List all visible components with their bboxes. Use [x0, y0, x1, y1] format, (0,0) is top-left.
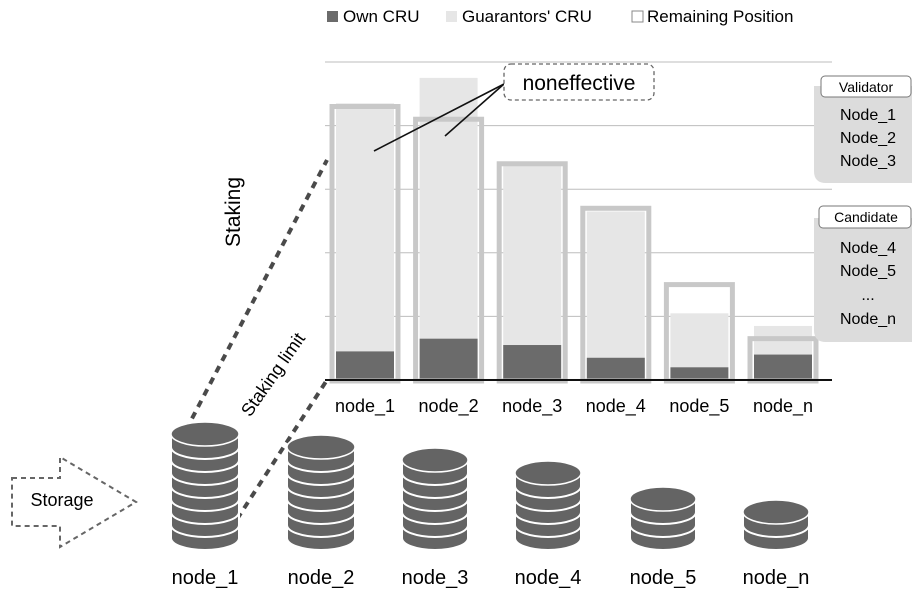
validator-item: Node_1 [840, 107, 896, 124]
candidate-item: Node_5 [840, 263, 896, 280]
staking-limit-label: Staking limit [237, 329, 309, 420]
storage-stack-node_3 [401, 447, 469, 551]
storage-disk-top [286, 434, 356, 460]
own-cru-segment [670, 367, 729, 380]
storage-disk-top [170, 421, 240, 447]
remaining-position-segment [670, 284, 729, 314]
storage-node-label: node_1 [172, 567, 239, 589]
storage-arrow: Storage [11, 455, 138, 549]
legend-swatch-remaining [631, 10, 644, 23]
stake-bar-node_1 [329, 103, 401, 384]
candidate-panel-bg [814, 218, 912, 342]
storage-disk-top [401, 447, 469, 473]
staking-connector-lower [228, 378, 329, 532]
validator-title: Validator [839, 79, 894, 95]
candidate-title: Candidate [834, 209, 898, 225]
validator-panel: Validator Node_1 Node_2 Node_3 [814, 75, 912, 183]
legend-label-own: Own CRU [343, 7, 420, 26]
node-axis-label: node_4 [586, 396, 646, 417]
noneffective-label: noneffective [523, 72, 636, 95]
storage-stack-node_4 [514, 460, 582, 551]
stake-bar-node_5 [663, 282, 735, 384]
storage-node-labels: node_1 node_2 node_3 node_4 node_5 node_n [172, 567, 810, 589]
storage-label: Storage [30, 490, 93, 510]
validator-item: Node_3 [840, 153, 896, 170]
storage-disk-top [742, 499, 810, 525]
legend-swatch-guarantors [446, 11, 457, 22]
candidate-item: Node_n [840, 311, 896, 328]
legend-label-guarantors: Guarantors' CRU [462, 7, 592, 26]
node-axis-label: node_n [753, 396, 813, 417]
stake-bars [329, 77, 819, 384]
legend-swatch-own [327, 11, 338, 22]
storage-stack-node_1 [170, 421, 240, 551]
storage-disk-top [514, 460, 582, 486]
legend: Own CRU Guarantors' CRU Remaining Positi… [327, 7, 793, 26]
stake-bar-node_4 [580, 205, 652, 384]
candidate-item: ... [861, 287, 874, 304]
storage-stack-node_5 [629, 486, 697, 551]
own-cru-segment [754, 354, 812, 380]
candidate-title-box [818, 205, 912, 229]
guarantors-cru-segment [336, 103, 394, 352]
storage-node-label: node_2 [288, 567, 355, 589]
chart-grid [325, 61, 832, 317]
callout-line-2 [444, 83, 505, 137]
validator-title-box [820, 75, 912, 98]
own-cru-segment [503, 345, 562, 380]
own-cru-segment [336, 351, 394, 380]
node-axis-label: node_3 [502, 396, 562, 417]
node-axis-label: node_2 [419, 396, 479, 417]
callout-line-1 [373, 83, 505, 152]
storage-arrow-shape [11, 455, 138, 549]
node-axis-labels: node_1 node_2 node_3 node_4 node_5 node_n [335, 396, 813, 417]
own-cru-segment [419, 338, 478, 380]
storage-node-label: node_5 [630, 567, 697, 589]
storage-node-label: node_4 [515, 567, 582, 589]
candidate-item: Node_4 [840, 240, 896, 257]
storage-stack-node_n [742, 499, 810, 551]
validator-panel-bg [814, 86, 912, 183]
staking-label: Staking [222, 177, 245, 247]
storage-node-label: node_3 [402, 567, 469, 589]
stake-bar-node_2 [413, 77, 485, 384]
node-axis-label: node_1 [335, 396, 395, 417]
legend-label-remaining: Remaining Position [647, 7, 793, 26]
node-axis-label: node_5 [669, 396, 729, 417]
guarantors-cru-segment [670, 313, 729, 368]
storage-stack-node_2 [286, 434, 356, 551]
storage-stacks [170, 421, 810, 551]
guarantors-cru-segment [503, 163, 562, 346]
own-cru-segment [586, 357, 645, 380]
noneffective-callout: noneffective [373, 63, 655, 152]
storage-node-label: node_n [743, 567, 810, 589]
candidate-panel: Candidate Node_4 Node_5 ... Node_n [814, 205, 912, 342]
guarantors-cru-segment [586, 211, 645, 358]
noneffective-box [503, 63, 655, 101]
stake-bar-node_n [747, 325, 819, 384]
staking-connector-upper [184, 159, 329, 431]
storage-disk-top [629, 486, 697, 512]
validator-item: Node_2 [840, 130, 896, 147]
stake-bar-node_3 [496, 161, 568, 384]
